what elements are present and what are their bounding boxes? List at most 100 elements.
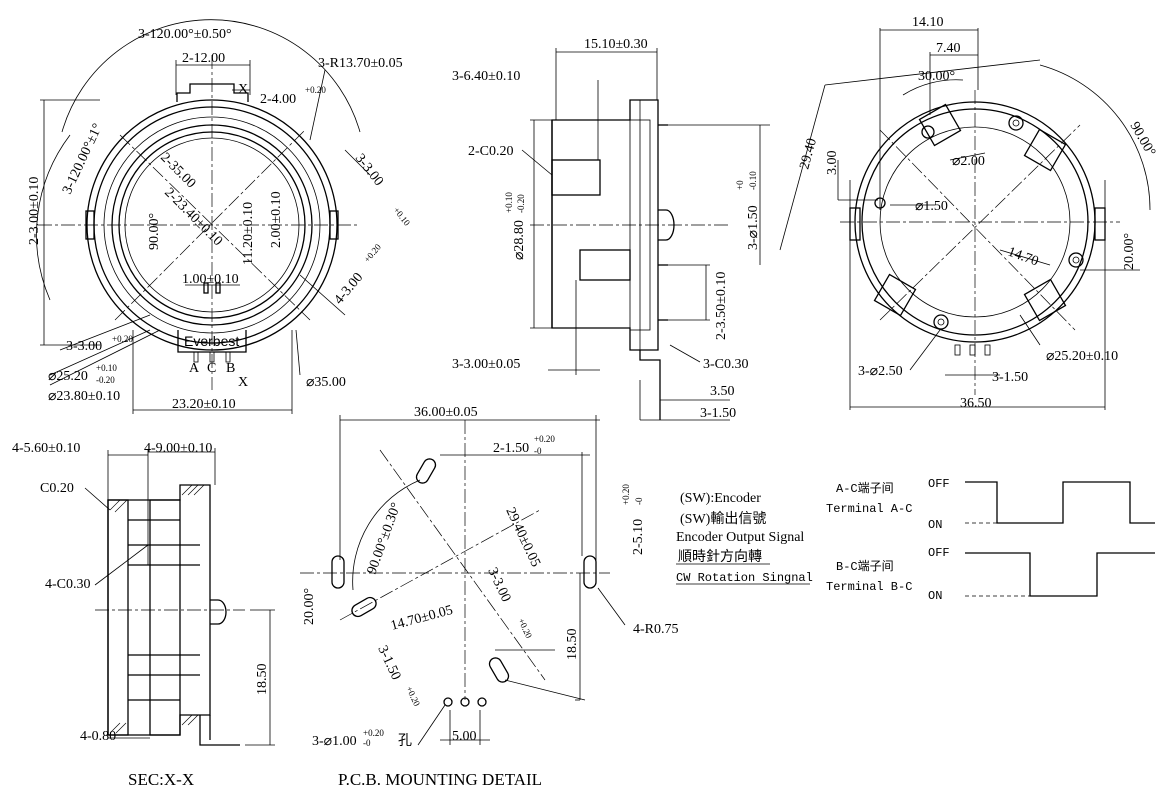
dim-3-phi1-50-tol: +0 [735, 180, 745, 190]
dim-4-3-tol: +0.20 [362, 242, 383, 265]
dim-3-3-00: 3-3.00±0.05 [452, 357, 520, 372]
wave-a-line [965, 481, 1155, 524]
dim-2-3-50: 2-3.50±0.10 [714, 272, 729, 340]
dim-2-12: 2-12.00 [182, 51, 225, 66]
dim-23-80: ⌀23.80±0.10 [48, 389, 120, 404]
dim-28-80-tol: +0.10 [504, 192, 514, 213]
dim-pcb-3-3-00: 3-3.00 [484, 565, 513, 604]
dim-2-35: 2-35.00 [157, 150, 198, 191]
dim-7-40: 7.40 [936, 41, 961, 56]
dim-29-40: 29.40 [797, 137, 820, 171]
dim-4-9-00: 4-9.00±0.10 [144, 441, 212, 456]
wave-b-c: Terminal B-C [826, 580, 912, 594]
dim-pcb-29-40: 29.40±0.05 [502, 505, 543, 569]
wave-a-c-cn: A-C端子间 [836, 481, 894, 496]
dim-1-00: 1.00±0.10 [182, 272, 239, 287]
pcb-slot-left [331, 555, 345, 589]
pcb-slot-right [583, 555, 597, 589]
dim-pcb-5: 5.00 [452, 729, 477, 744]
pcb-slot-mid [351, 596, 377, 618]
dim-pcb-18-50: 18.50 [565, 629, 580, 661]
wave-a-off: OFF [928, 477, 950, 491]
dim-section-18-50: 18.50 [255, 664, 270, 696]
dim-rear-20: 20.00° [1122, 233, 1137, 270]
dim-4-5-60: 4-5.60±0.10 [12, 441, 80, 456]
dim-3-3-left: 3-3.00 [66, 339, 102, 354]
wave-b-line [965, 552, 1155, 597]
dim-3-00: 3.00 [825, 151, 840, 176]
dim-pcb-3-phi1-tol2: -0 [363, 738, 371, 748]
legend-sw-encoder: (SW):Encoder [680, 491, 761, 506]
wave-a-c: Terminal A-C [826, 502, 912, 516]
dim-pcb-4-r0-75: 4-R0.75 [633, 622, 679, 637]
dim-pcb-3-1-50-tol: +0.20 [404, 685, 422, 709]
dim-pcb-3-3-00-tol: +0.20 [516, 617, 534, 641]
dim-90: 90.00° [147, 213, 162, 250]
dim-2-23-40: 2-23.40±0.10 [161, 185, 225, 249]
dim-14-10: 14.10 [912, 15, 944, 30]
x-bottom-label: X [238, 375, 248, 390]
legend-sw-cn: (SW)輸出信號 [680, 511, 766, 527]
section-view: 4-5.60±0.10 4-9.00±0.10 C0.20 4-C0.30 18… [12, 441, 275, 789]
pcb-slot-top [415, 458, 437, 484]
side-view: 15.10±0.30 3-6.40±0.10 2-C0.20 ⌀28.80 +0… [452, 37, 770, 421]
dim-phi1-50: ⌀1.50 [915, 199, 948, 214]
legend-cw-cn: 順時針方向轉 [678, 549, 762, 565]
front-view: 3-120.00°±0.50° 2-12.00 3-R13.70±0.05 X … [27, 19, 412, 414]
dim-pcb-3-phi1-tol: +0.20 [363, 728, 384, 738]
dim-phi2: ⌀2.00 [952, 154, 985, 169]
dim-c0-20: C0.20 [40, 481, 74, 496]
section-hatch [109, 484, 205, 734]
dim-4-0-80: 4-0.80 [80, 729, 116, 744]
wave-b-off: OFF [928, 546, 950, 560]
dim-3-c0-30: 3-C0.30 [703, 357, 749, 372]
rear-view: 14.10 7.40 30.00° 29.40 90.00° 3.00 ⌀2.0… [779, 15, 1159, 411]
dim-3-120-050: 3-120.00°±0.50° [138, 27, 232, 42]
rear-pads [873, 103, 1067, 322]
dim-3-3-right: 3-3.00 [352, 151, 386, 189]
dim-3-phi1-50: 3-⌀1.50 [746, 205, 761, 250]
dim-2-4: 2-4.00 [260, 92, 296, 107]
dim-rear-3-1-50: 3-1.50 [992, 370, 1028, 385]
dim-3-phi1-50-tol2: -0.10 [748, 171, 758, 190]
dim-pcb-20: 20.00° [302, 588, 317, 625]
wave-a-on: ON [928, 518, 942, 532]
pcb-view: 36.00±0.05 2-1.50 +0.20 -0 90.00°±0.30° … [300, 405, 679, 789]
pcb-caption: P.C.B. MOUNTING DETAIL [338, 770, 542, 789]
pcb-hole-char: 孔 [398, 733, 412, 749]
dim-pcb-14-70: 14.70±0.05 [389, 603, 454, 634]
dim-4-c0-30: 4-C0.30 [45, 577, 91, 592]
waveform: A-C端子间 Terminal A-C OFF ON B-C端子间 Termin… [826, 477, 1155, 603]
dim-3-3-left-tol: +0.20 [112, 334, 133, 344]
x-top-label: X [238, 82, 248, 97]
dim-28-80: ⌀28.80 [512, 220, 527, 260]
dim-2-00: 2.00±0.10 [269, 191, 284, 248]
dim-pcb-2-1-50-tol2: -0 [534, 446, 542, 456]
dim-3-3-right-tol: +0.10 [391, 205, 412, 228]
dim-3-1-50: 3-1.50 [700, 406, 736, 421]
dim-25-20-tol: +0.10 [96, 363, 117, 373]
dim-pcb-36: 36.00±0.05 [414, 405, 478, 420]
dim-rear-14-70: 14.70 [1006, 245, 1041, 270]
dim-rear-90: 90.00° [1127, 120, 1159, 160]
dim-25-20: ⌀25.20 [48, 369, 88, 384]
dim-2-3: 2-3.00±0.10 [27, 177, 42, 245]
dim-3-6-40: 3-6.40±0.10 [452, 69, 520, 84]
dim-pcb-90: 90.00°±0.30° [365, 501, 405, 577]
pin-a-label: A [189, 361, 200, 376]
dim-23-20: 23.20±0.10 [172, 397, 236, 412]
pin-b-label: B [226, 361, 235, 376]
signal-legend: (SW):Encoder (SW)輸出信號 Encoder Output Sig… [676, 491, 813, 585]
pcb-slot-bottom [488, 657, 510, 683]
dim-pcb-2-5-10-tol: +0.20 [621, 484, 631, 505]
dim-11-20: 11.20±0.10 [241, 202, 256, 265]
dim-pcb-3-phi1: 3-⌀1.00 [312, 734, 357, 749]
dim-15-10: 15.10±0.30 [584, 37, 648, 52]
dim-pcb-2-5-10: 2-5.10 [631, 519, 646, 555]
dim-3-phi2-50: 3-⌀2.50 [858, 364, 903, 379]
dim-2-4-tol: +0.20 [305, 85, 326, 95]
dim-36-50: 36.50 [960, 396, 992, 411]
dim-2-c0-20: 2-C0.20 [468, 144, 514, 159]
wave-b-c-cn: B-C端子间 [836, 559, 894, 574]
